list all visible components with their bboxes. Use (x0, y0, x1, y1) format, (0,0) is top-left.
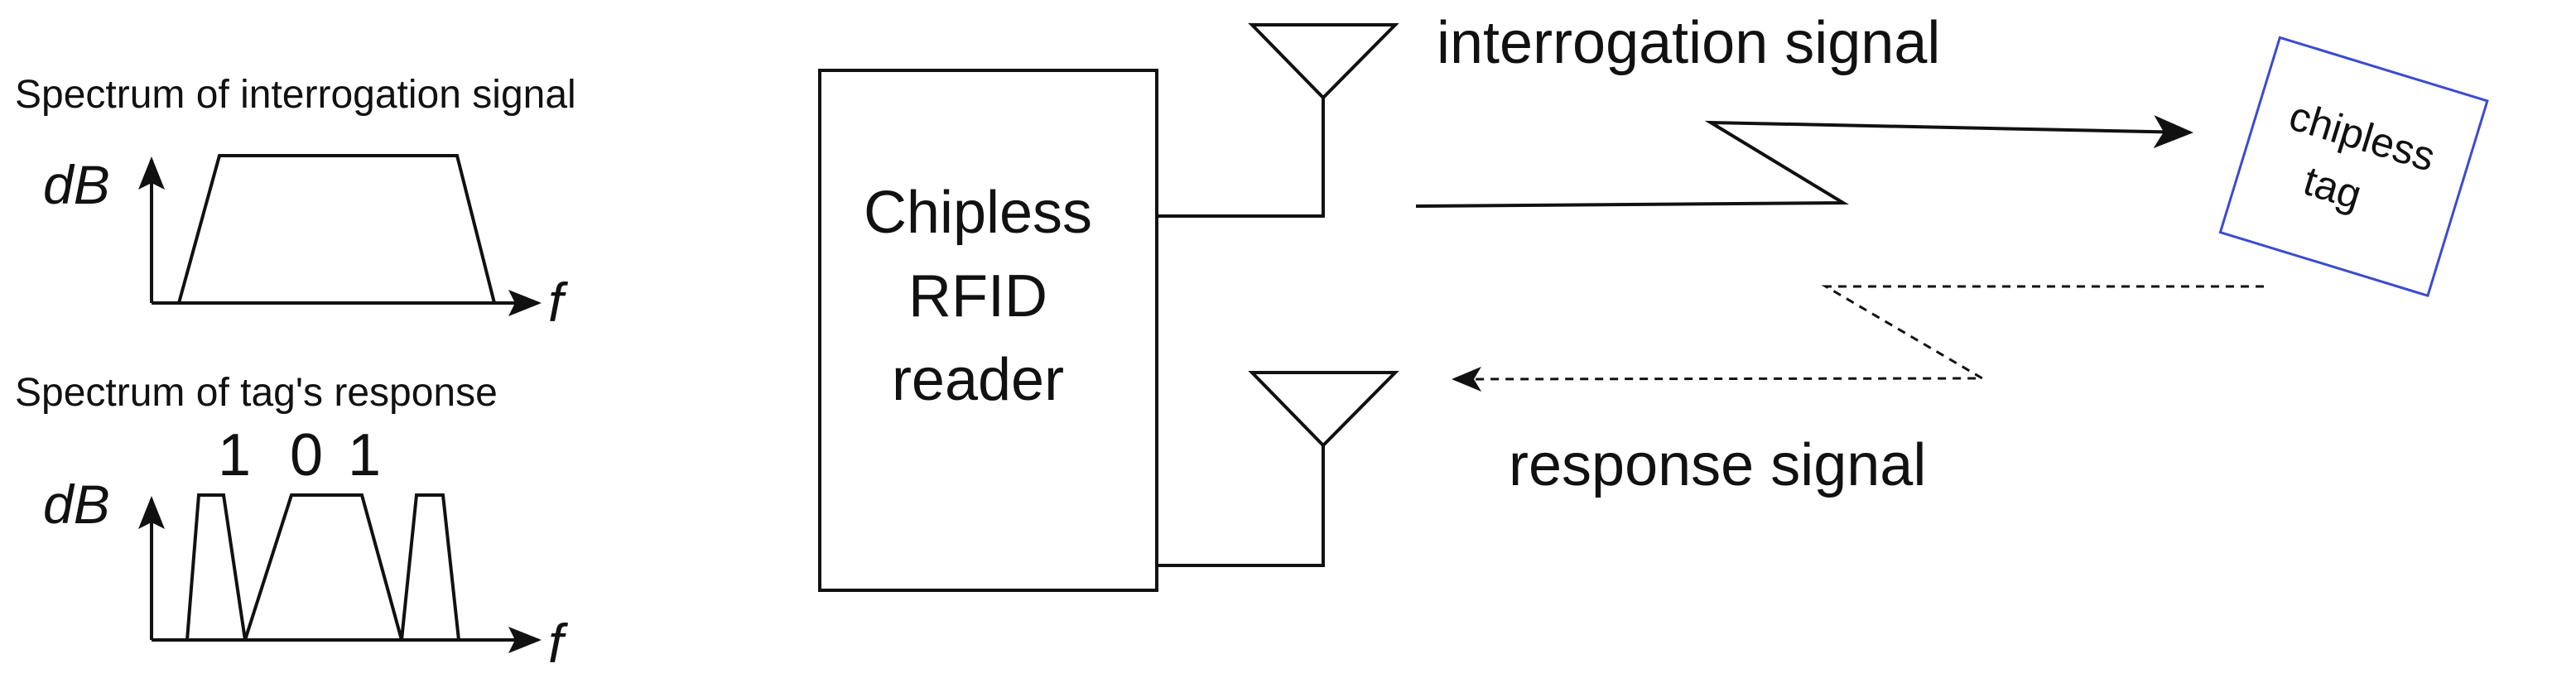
chipless-tag: chipless tag (2218, 36, 2489, 298)
response-bit-1: 1 (218, 422, 251, 488)
reader-label-line-2: RFID (908, 263, 1047, 329)
interrogation-x-axis-label: f (548, 272, 569, 333)
transmit-antenna-icon (1157, 23, 1399, 218)
reader-label-line-1: Chipless (864, 180, 1092, 246)
response-signal-label: response signal (1509, 432, 1926, 498)
response-spectrum: Spectrum of tag's response 1 0 1 dB f (15, 371, 569, 674)
response-signal: response signal (1452, 285, 2264, 498)
tag-box (2218, 36, 2489, 298)
response-bit-3: 1 (348, 422, 381, 488)
interrogation-spectrum-title: Spectrum of interrogation signal (15, 73, 576, 117)
response-x-axis-label: f (548, 613, 569, 674)
transmit-feed-line (1157, 98, 1325, 218)
response-bit-2: 0 (290, 422, 323, 488)
response-signal-arrow (1452, 285, 2264, 392)
rfid-reader: Chipless RFID reader (818, 69, 1158, 592)
interrogation-spectrum: Spectrum of interrogation signal dB f (15, 73, 576, 333)
response-spectrum-curve (185, 493, 460, 641)
response-spectrum-title: Spectrum of tag's response (15, 371, 498, 415)
interrogation-signal-label: interrogation signal (1437, 10, 1940, 76)
receive-feed-line (1157, 445, 1325, 567)
interrogation-signal: interrogation signal (1415, 10, 2193, 208)
tag-label-line-2: tag (2299, 157, 2367, 219)
response-y-axis-label: dB (43, 474, 110, 535)
tag-label-line-1: chipless (2284, 92, 2440, 180)
interrogation-signal-arrow (1415, 115, 2193, 208)
reader-label-line-3: reader (892, 347, 1064, 413)
transmit-antenna-triangle (1248, 23, 1399, 100)
receive-antenna-triangle (1248, 371, 1399, 448)
reader-box (818, 69, 1158, 592)
receive-antenna-icon (1157, 371, 1399, 567)
interrogation-spectrum-curve (177, 154, 496, 304)
interrogation-y-axis-label: dB (43, 154, 110, 215)
